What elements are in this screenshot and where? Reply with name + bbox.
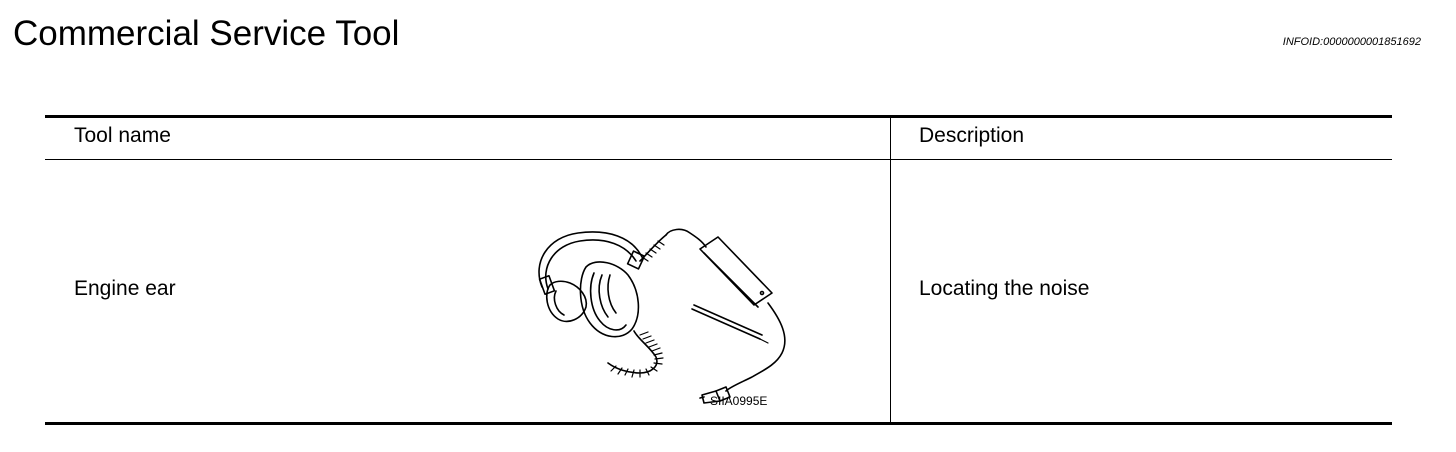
table-header-rule — [45, 159, 1392, 160]
page-title: Commercial Service Tool — [13, 14, 400, 53]
info-id: INFOID:0000000001851692 — [1282, 36, 1421, 48]
engine-ear-illustration: SIIA0995E — [490, 207, 790, 413]
table-top-rule — [45, 115, 1392, 118]
figure-code: SIIA0995E — [710, 394, 768, 408]
tool-table: Tool name Description Engine ear Locatin… — [45, 115, 1392, 426]
description-cell: Locating the noise — [919, 277, 1090, 300]
tool-name-cell: Engine ear — [74, 277, 176, 300]
table-bottom-rule — [45, 422, 1392, 425]
column-divider — [890, 118, 891, 422]
headset-stethoscope-icon — [538, 228, 786, 404]
header-tool-name: Tool name — [74, 124, 171, 147]
header-description: Description — [919, 124, 1025, 147]
